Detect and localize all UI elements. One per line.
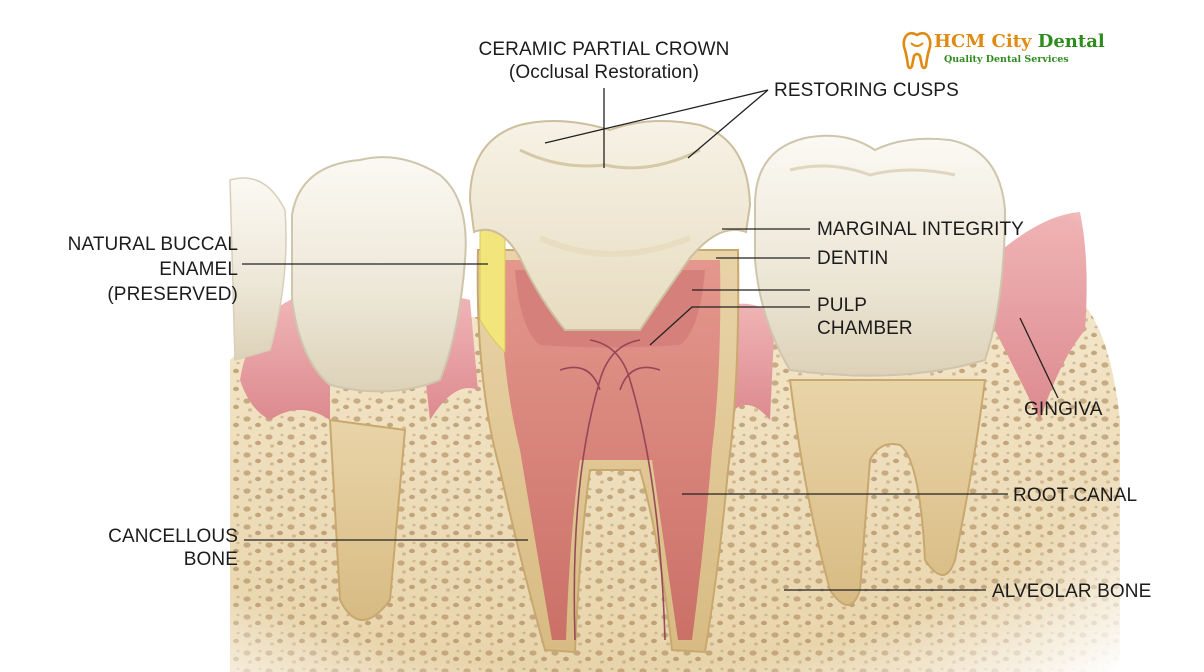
leader-restoring-cusps-1 (544, 89, 769, 144)
logo-brand-name: HCM City Dental (934, 31, 1105, 52)
label-pulp-chamber-line2: CHAMBER (817, 318, 913, 339)
logo-name-part1: HCM City (934, 31, 1038, 52)
label-ceramic-partial-crown: CERAMIC PARTIAL CROWN (Occlusal Restorat… (470, 38, 738, 84)
label-buccal-enamel-line3: (PRESERVED) (107, 284, 238, 305)
label-cancellous-bone-line1: CANCELLOUS (108, 526, 238, 547)
label-marginal-integrity: MARGINAL INTEGRITY (817, 219, 1024, 240)
label-root-canal: ROOT CANAL (1013, 485, 1138, 506)
label-pulp-chamber-line1: PULP (817, 295, 868, 316)
leader-pulp-chamber (649, 306, 810, 346)
leader-lines (242, 88, 1059, 591)
label-cancellous-bone-line2: BONE (183, 549, 238, 570)
label-pulp-chamber: PULP CHAMBER (817, 294, 913, 340)
label-gingiva: GINGIVA (1024, 399, 1103, 420)
logo-tagline: Quality Dental Services (944, 54, 1069, 65)
label-buccal-enamel-line2: ENAMEL (159, 259, 238, 280)
label-buccal-enamel-line1: NATURAL BUCCAL (67, 234, 238, 255)
leader-restoring-cusps-2 (687, 89, 769, 159)
label-dentin: DENTIN (817, 248, 889, 269)
brand-logo: HCM City Dental Quality Dental Services (898, 28, 1105, 72)
label-natural-buccal-enamel: NATURAL BUCCAL ENAMEL (PRESERVED) (40, 232, 238, 307)
label-alveolar-bone: ALVEOLAR BONE (992, 581, 1152, 602)
label-ceramic-crown-line1: CERAMIC PARTIAL CROWN (478, 39, 730, 60)
tooth-logo-icon (902, 31, 932, 70)
label-restoring-cusps: RESTORING CUSPS (774, 80, 959, 101)
leader-gingiva (1019, 317, 1059, 399)
logo-name-part2: Dental (1037, 31, 1105, 52)
label-cancellous-bone: CANCELLOUS BONE (60, 525, 238, 571)
label-ceramic-crown-line2: (Occlusal Restoration) (508, 62, 700, 83)
